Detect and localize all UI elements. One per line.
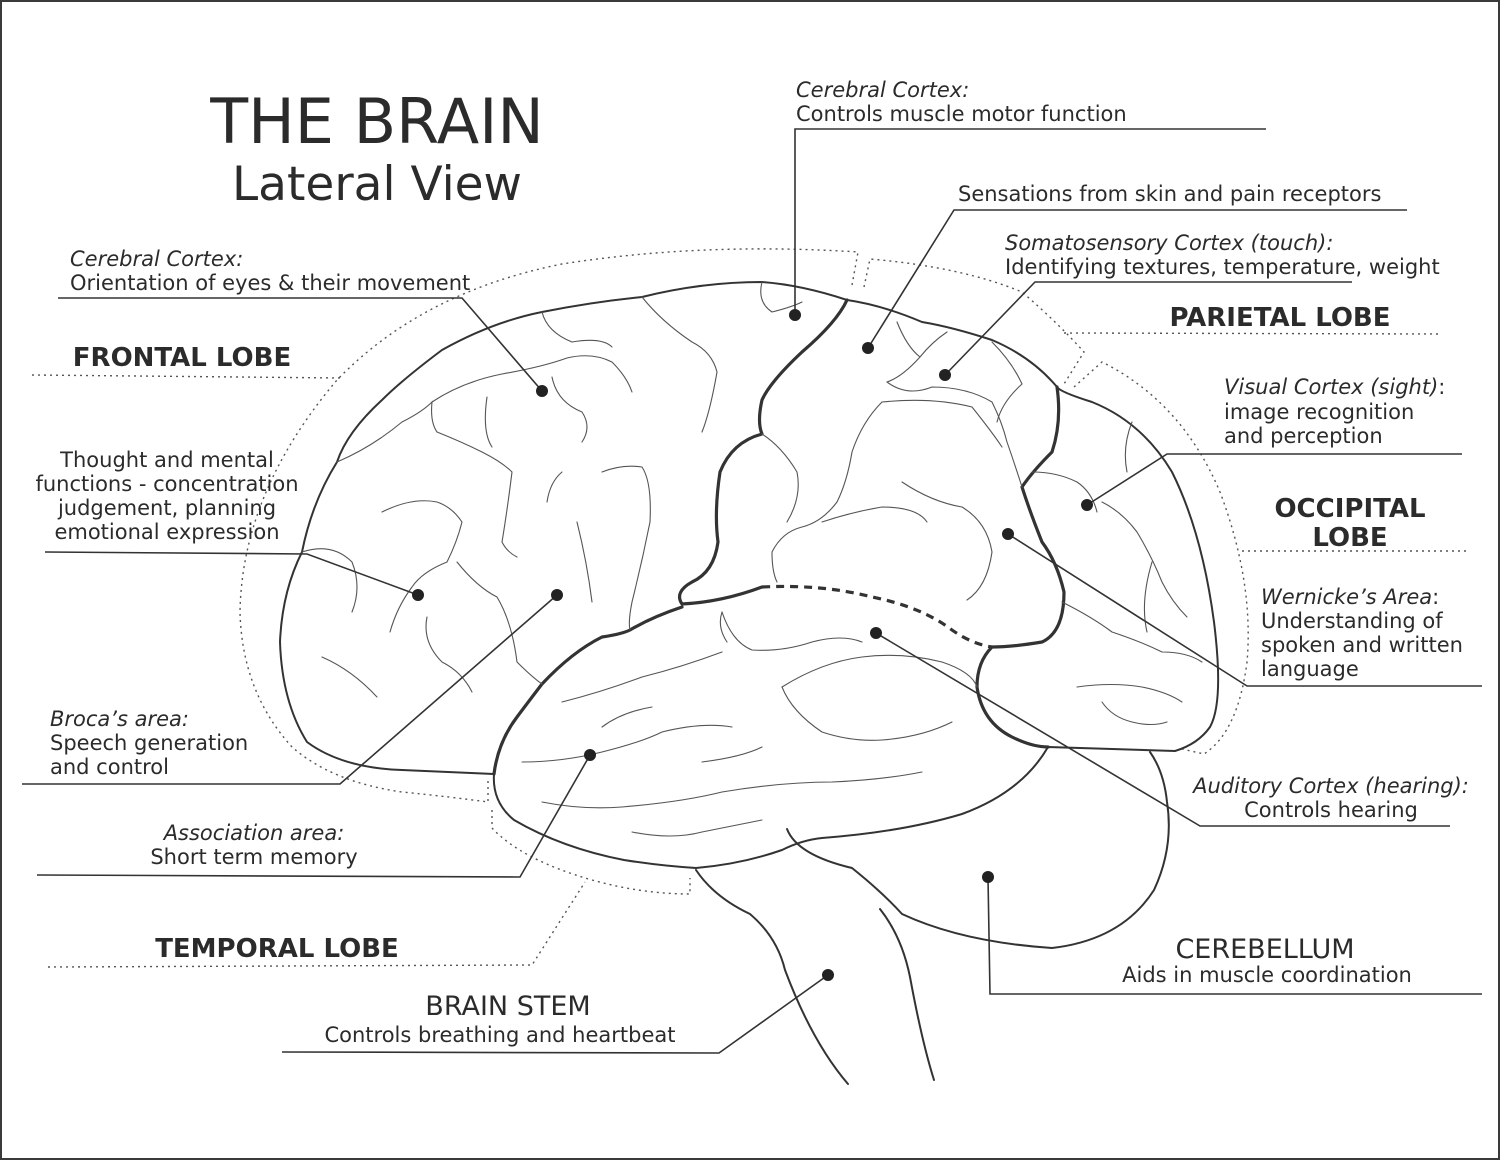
wernicke-text-line-3: language [1261, 657, 1359, 681]
association-heading: Association area: [162, 821, 345, 845]
diagram-title: THE BRAIN [209, 85, 544, 158]
parietal-lobe-leader [1063, 332, 1439, 335]
auditory-dot [870, 627, 882, 639]
thought-dot [412, 589, 424, 601]
brainstem-leader [281, 974, 829, 1054]
wernicke-heading-text: Wernicke’s Area [1261, 585, 1432, 609]
somatosensory-heading: Somatosensory Cortex (touch): [1005, 231, 1333, 255]
wernicke-leader [1007, 533, 1482, 687]
central-sulcus [678, 298, 849, 606]
eyes-heading: Cerebral Cortex: [70, 247, 243, 271]
association-dot [584, 749, 596, 761]
sensations-dot [862, 342, 874, 354]
somatosensory-dot [939, 369, 951, 381]
wernicke-dot [1002, 528, 1014, 540]
visual-dot [1081, 499, 1093, 511]
brainstem-back-outline [879, 908, 935, 1081]
frontal-lobe-leader [31, 374, 343, 379]
broca-leader [22, 594, 558, 785]
occipital-lobe-label-line-2: LOBE [1312, 523, 1387, 553]
wernicke-heading: Wernicke’s Area: [1261, 585, 1439, 609]
cerebellum-outline [786, 751, 1170, 949]
lateral-fissure [492, 605, 684, 776]
leader-lines [22, 128, 1482, 1054]
visual-cortex-text-line-1: image recognition [1224, 400, 1414, 424]
visual-cortex-text-line-2: and perception [1224, 424, 1383, 448]
wernicke-text-line-2: spoken and written [1261, 633, 1463, 657]
lobe-boundaries [31, 248, 1470, 968]
motor-cortex-leader [794, 128, 1266, 315]
brain-drawing [279, 281, 1220, 1085]
parietal-lobe-boundary [863, 258, 1085, 385]
frontal-lobe-label: FRONTAL LOBE [73, 343, 291, 373]
parieto-occipital-sulcus [975, 385, 1066, 749]
brainstem-outline [695, 869, 849, 1085]
auditory-text: Controls hearing [1244, 798, 1418, 822]
brainstem-heading: BRAIN STEM [425, 991, 590, 1022]
visual-leader [1086, 453, 1462, 506]
sensations-text: Sensations from skin and pain receptors [958, 182, 1381, 206]
wernicke-heading-colon: : [1432, 585, 1439, 609]
cerebellum-heading: CEREBELLUM [1175, 934, 1354, 965]
somatosensory-text: Identifying textures, temperature, weigh… [1005, 255, 1440, 279]
cerebellum-leader [987, 876, 1482, 995]
broca-dot [551, 589, 563, 601]
visual-cortex-heading-colon: : [1438, 375, 1445, 399]
thought-text-line-2: functions - concentration [35, 472, 298, 496]
wernicke-dashed-boundary [761, 584, 993, 649]
brain-gyri [301, 281, 1203, 837]
parietal-lobe-label: PARIETAL LOBE [1169, 303, 1390, 333]
somatosensory-leader [944, 281, 1352, 376]
diagram-subtitle: Lateral View [232, 157, 522, 212]
cerebrum-outline [279, 281, 1220, 869]
auditory-leader [875, 632, 1450, 827]
association-text: Short term memory [150, 845, 357, 869]
occipital-lobe-label-line-1: OCCIPITAL [1274, 494, 1425, 524]
auditory-heading: Auditory Cortex (hearing): [1191, 774, 1469, 798]
marker-dots [412, 309, 1093, 981]
broca-text-line-2: and control [50, 755, 169, 779]
thought-text-line-4: emotional expression [54, 520, 279, 544]
visual-cortex-heading-text: Visual Cortex (sight) [1224, 375, 1438, 399]
temporal-lobe-label: TEMPORAL LOBE [155, 934, 399, 964]
broca-heading: Broca’s area: [50, 707, 189, 731]
association-leader [36, 754, 591, 878]
cerebellum-text: Aids in muscle coordination [1122, 963, 1412, 987]
visual-cortex-heading: Visual Cortex (sight): [1224, 375, 1445, 399]
occipital-lobe-boundary [1073, 361, 1249, 755]
motor-cortex-text: Controls muscle motor function [796, 102, 1127, 126]
thought-text-line-3: judgement, planning [57, 496, 276, 520]
frontal-lobe-boundary [239, 248, 859, 803]
eyes-dot [536, 385, 548, 397]
eyes-leader [58, 297, 543, 392]
motor-cortex-dot [789, 309, 801, 321]
thought-text-line-1: Thought and mental [59, 448, 274, 472]
brainstem-text: Controls breathing and heartbeat [324, 1023, 675, 1047]
cerebellum-dot [982, 871, 994, 883]
sensations-leader [867, 209, 1407, 349]
broca-text-line-1: Speech generation [50, 731, 248, 755]
eyes-text: Orientation of eyes & their movement [70, 271, 470, 295]
motor-cortex-heading: Cerebral Cortex: [796, 78, 969, 102]
thought-leader [44, 551, 419, 596]
brainstem-dot [822, 969, 834, 981]
wernicke-text-line-1: Understanding of [1261, 609, 1443, 633]
